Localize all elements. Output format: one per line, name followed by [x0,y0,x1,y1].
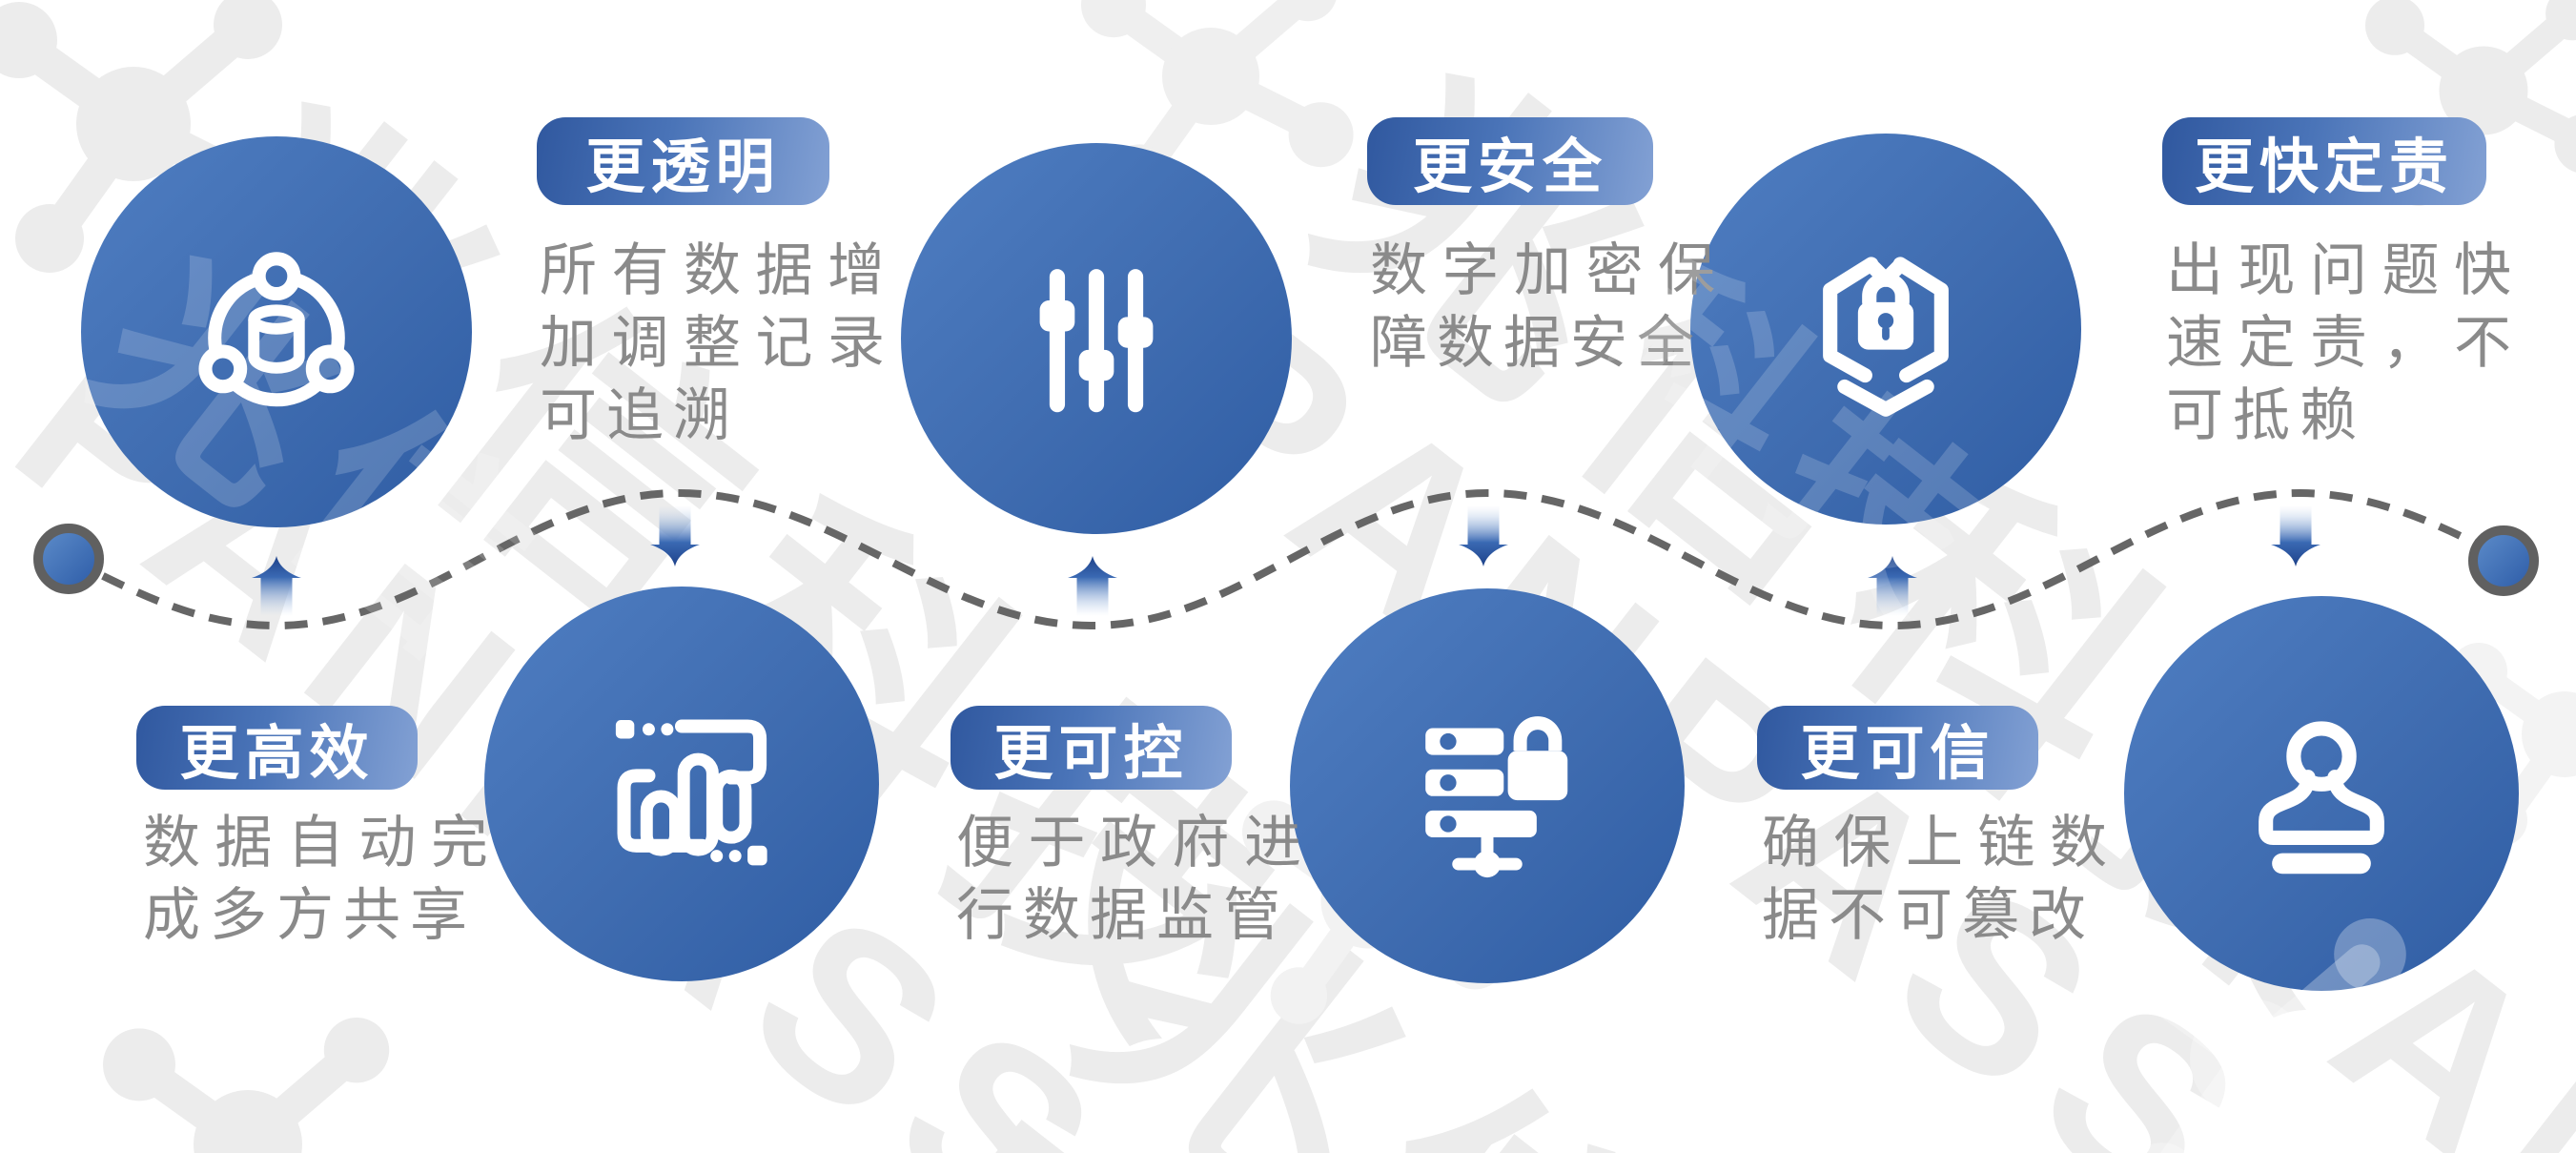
feature-label-pill: 更可控 [951,706,1232,790]
feature-circle [901,143,1292,534]
feature-label: 更可信 [1800,721,1995,787]
feature-label: 更可控 [993,721,1189,787]
arrow-down-icon [2271,506,2320,566]
feature-label-pill: 更高效 [136,706,418,790]
feature-description: 确保上链数据不可篡改 [1762,811,2116,947]
feature-label: 更安全 [1412,134,1607,200]
feature-label-pill: 更快定责 [2162,117,2486,205]
feature-description: 数字加密保障数据安全 [1370,238,1725,375]
arrow-up-icon [1068,556,1117,616]
flow-end-dot [2468,525,2539,596]
feature-label-pill: 更安全 [1367,117,1653,205]
feature-description: 数据自动完成多方共享 [143,811,498,947]
hexagon-lock-icon [1823,257,1949,417]
feature-label: 更透明 [585,134,781,200]
stamp-icon [2259,721,2384,875]
feature-circle [484,587,879,981]
molecule-logo-icon [2050,858,2450,1153]
flow-start-dot [33,524,104,594]
feature-circle [1290,588,1685,983]
arrow-up-icon [252,556,301,616]
arrow-down-icon [650,506,700,566]
feature-circle [2124,596,2519,991]
feature-description: 便于政府进行数据监管 [956,811,1311,947]
feature-label-pill: 更可信 [1757,706,2038,790]
sliders-icon [1039,269,1154,413]
feature-label: 更高效 [179,721,375,787]
feature-description: 所有数据增加调整记录可追溯 [540,238,894,447]
data-share-icon [198,252,355,407]
chart-icon [615,719,767,866]
feature-description: 出现问题快速定责，不可抵赖 [2166,238,2521,447]
server-lock-icon [1425,716,1568,878]
feature-label-pill: 更透明 [537,117,829,205]
feature-circle [1690,134,2081,525]
feature-circle [81,136,472,527]
feature-label: 更快定责 [2194,134,2454,200]
arrow-down-icon [1459,506,1508,566]
arrow-up-icon [1868,556,1917,616]
